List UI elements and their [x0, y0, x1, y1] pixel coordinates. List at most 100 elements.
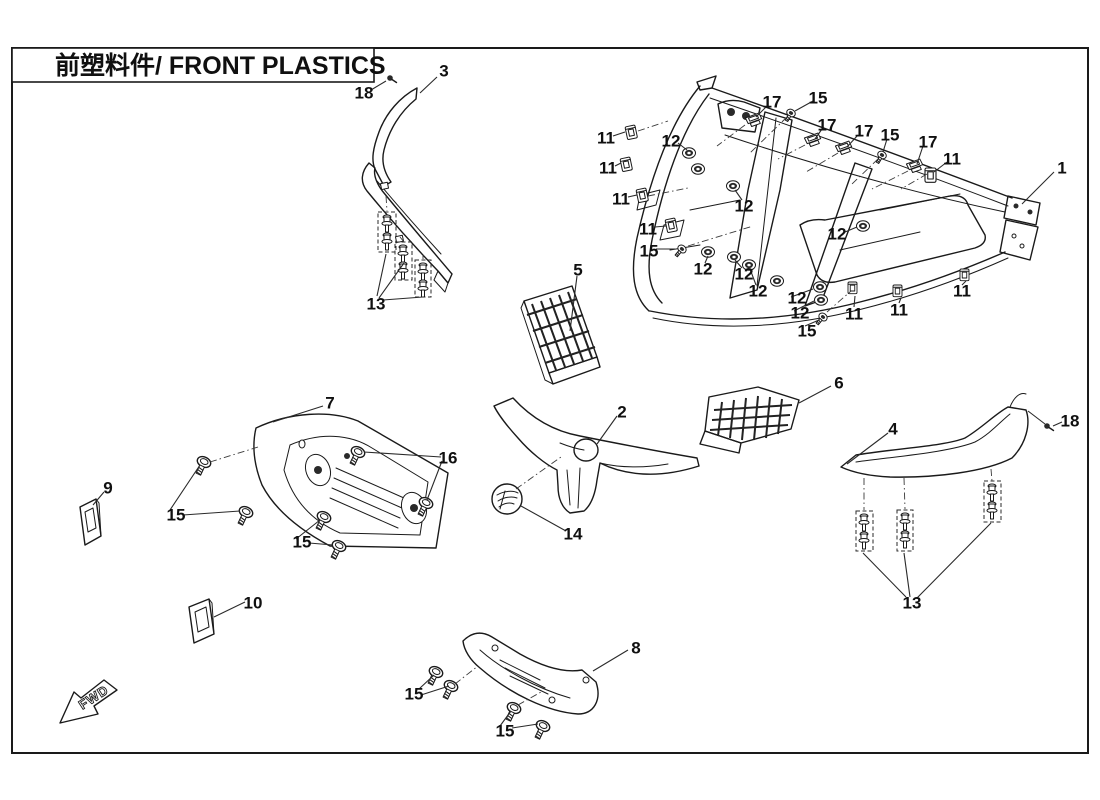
retainer-clip-icon — [619, 156, 633, 173]
callout-15: 15 — [881, 126, 900, 145]
construction-lines — [209, 116, 993, 706]
part-10-trim — [188, 598, 215, 644]
retainer-clip-icon — [892, 284, 903, 298]
flat-clip-icon — [905, 158, 925, 174]
callout-6: 6 — [834, 374, 843, 393]
screw-icon — [530, 717, 553, 742]
screw-icon — [438, 677, 461, 702]
title-box — [11, 47, 375, 83]
callout-10: 10 — [244, 594, 263, 613]
push-rivet-icon — [397, 244, 409, 263]
grommet-icon — [691, 163, 705, 175]
push-rivet-icon — [899, 530, 911, 549]
part-14-round-emblem — [491, 483, 523, 515]
callout-12: 12 — [791, 304, 810, 323]
part-2-front-fascia — [493, 397, 700, 514]
callout-15: 15 — [167, 506, 186, 525]
callout-8: 8 — [631, 639, 640, 658]
push-rivet-icon — [858, 513, 870, 532]
callout-12: 12 — [788, 289, 807, 308]
retainer-clip-icon — [959, 268, 970, 282]
callout-15: 15 — [640, 242, 659, 261]
small-screw-icon — [386, 74, 398, 84]
callout-11: 11 — [599, 159, 617, 178]
screw-icon — [311, 508, 334, 533]
callout-11: 11 — [943, 150, 961, 169]
callout-5: 5 — [573, 261, 582, 280]
flat-clip-icon — [803, 132, 823, 148]
part-1-front-frame-assembly — [632, 75, 1041, 327]
leader-lines — [92, 76, 1063, 729]
callout-15: 15 — [405, 685, 424, 704]
push-rivet-icon — [986, 501, 998, 520]
callout-17: 17 — [855, 122, 874, 141]
callout-12: 12 — [735, 265, 754, 284]
callout-11: 11 — [612, 190, 630, 209]
callout-7: 7 — [325, 394, 334, 413]
callout-16: 16 — [439, 449, 458, 468]
part-3-pillar-trim — [361, 87, 453, 293]
callout-14: 14 — [564, 525, 583, 544]
callout-11: 11 — [597, 129, 615, 148]
part-6-grille-insert — [699, 386, 800, 454]
callout-17: 17 — [818, 116, 837, 135]
callout-4: 4 — [888, 420, 898, 439]
screw-icon — [672, 242, 689, 260]
callout-13: 13 — [903, 594, 922, 613]
callout-12: 12 — [828, 225, 847, 244]
callout-labels: 3 18 13 11 12 11 11 11 15 17 15 17 17 15… — [103, 62, 1079, 741]
retainer-clip-icon — [635, 187, 649, 204]
callout-12: 12 — [749, 282, 768, 301]
push-rivet-icon — [381, 232, 393, 251]
callout-9: 9 — [103, 479, 112, 498]
callout-13: 13 — [367, 295, 386, 314]
screw-icon — [423, 663, 446, 688]
callout-11: 11 — [953, 282, 971, 301]
push-rivet-icon — [417, 279, 429, 298]
push-rivet-icon — [858, 531, 870, 550]
part-4-side-trim — [840, 393, 1029, 478]
grommet-icon — [726, 180, 740, 192]
page-title: 前塑料件/ FRONT PLASTICS — [55, 51, 386, 80]
callout-18: 18 — [355, 84, 374, 103]
retainer-clip-icon — [624, 124, 638, 141]
callout-1: 1 — [1057, 159, 1066, 178]
grommet-icon — [701, 246, 715, 258]
retainer-clip-icon — [664, 217, 678, 234]
push-rivet-icon — [417, 262, 429, 281]
part-9-trim — [79, 498, 102, 546]
small-screw-icon — [1043, 422, 1055, 432]
callout-17: 17 — [763, 93, 782, 112]
callout-12: 12 — [694, 260, 713, 279]
callout-12: 12 — [735, 197, 754, 216]
grommet-icon — [770, 275, 784, 287]
grommet-icon — [814, 294, 828, 306]
part-4-rivet-boxes — [855, 480, 1002, 552]
fwd-direction-arrow: FWD — [59, 679, 118, 724]
callout-3: 3 — [439, 62, 448, 81]
screw-icon — [873, 149, 889, 166]
screw-icon — [233, 503, 256, 528]
page-border — [11, 47, 1089, 754]
grommet-icon — [813, 281, 827, 293]
callout-15: 15 — [293, 533, 312, 552]
push-rivet-icon — [381, 214, 393, 233]
part-8-lower-bracket — [462, 632, 599, 715]
callout-15: 15 — [809, 89, 828, 108]
grommet-icon — [856, 220, 870, 232]
grommet-icon — [727, 251, 741, 263]
screw-icon — [782, 107, 798, 124]
part-7-front-bumper — [253, 413, 449, 549]
callout-11: 11 — [639, 220, 657, 239]
push-rivet-icon — [899, 512, 911, 531]
part-5-grille-insert — [520, 285, 601, 385]
callout-11: 11 — [845, 305, 863, 324]
push-rivet-icon — [986, 483, 998, 502]
screw-icon — [191, 453, 214, 478]
retainer-clip-icon — [924, 167, 937, 183]
callout-12: 12 — [662, 132, 681, 151]
grommet-icon — [682, 147, 696, 159]
callout-18: 18 — [1061, 412, 1080, 431]
callout-11: 11 — [890, 301, 908, 320]
